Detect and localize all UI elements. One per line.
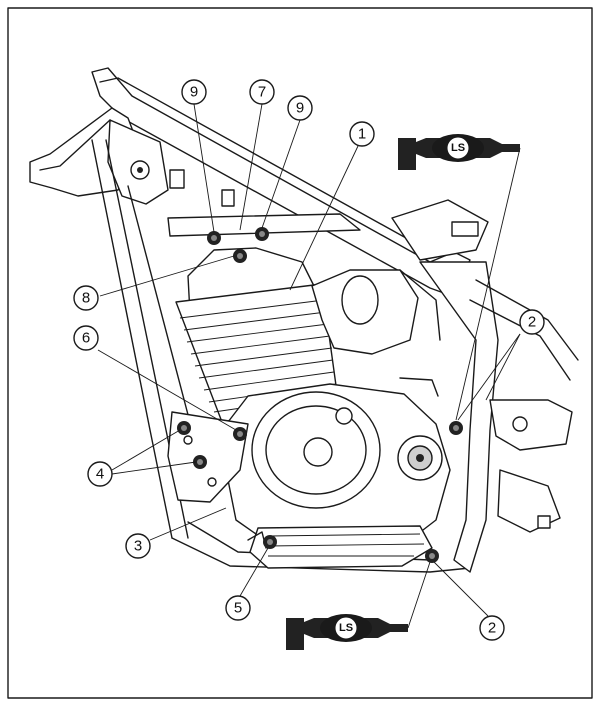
callout-5: 5 <box>225 595 251 621</box>
svg-text:5: 5 <box>234 600 242 617</box>
svg-text:6: 6 <box>82 330 90 347</box>
svg-text:9: 9 <box>296 100 304 117</box>
svg-text:4: 4 <box>96 466 104 483</box>
svg-text:2: 2 <box>488 620 496 637</box>
callout-6: 6 <box>73 325 99 351</box>
svg-text:8: 8 <box>82 290 90 307</box>
svg-text:2: 2 <box>528 314 536 331</box>
callout-9-right: 9 <box>287 95 313 121</box>
svg-text:1: 1 <box>358 126 366 143</box>
callout-7: 7 <box>249 79 275 105</box>
callout-3: 3 <box>125 533 151 559</box>
leader-lines <box>97 103 521 629</box>
callout-2-upper: 2 <box>519 309 545 335</box>
callout-4: 4 <box>87 461 113 487</box>
callout-2-lower: 2 <box>479 615 505 641</box>
ls-lubricant-symbol-upper: LS <box>398 134 520 170</box>
motorcycle-frame <box>29 67 579 573</box>
figure-border <box>7 7 593 699</box>
svg-text:7: 7 <box>258 84 266 101</box>
svg-text:9: 9 <box>190 84 198 101</box>
mounting-bolts <box>177 227 463 563</box>
svg-text:3: 3 <box>134 538 142 555</box>
ls-lubricant-symbol-lower: LS <box>286 614 408 650</box>
callout-9-left: 9 <box>181 79 207 105</box>
callout-labels: 9 7 9 1 8 6 4 3 <box>73 79 545 641</box>
callout-1: 1 <box>349 121 375 147</box>
svg-text:LS: LS <box>339 622 353 634</box>
callout-8: 8 <box>73 285 99 311</box>
engine-assembly <box>167 247 451 569</box>
svg-text:LS: LS <box>451 142 465 154</box>
